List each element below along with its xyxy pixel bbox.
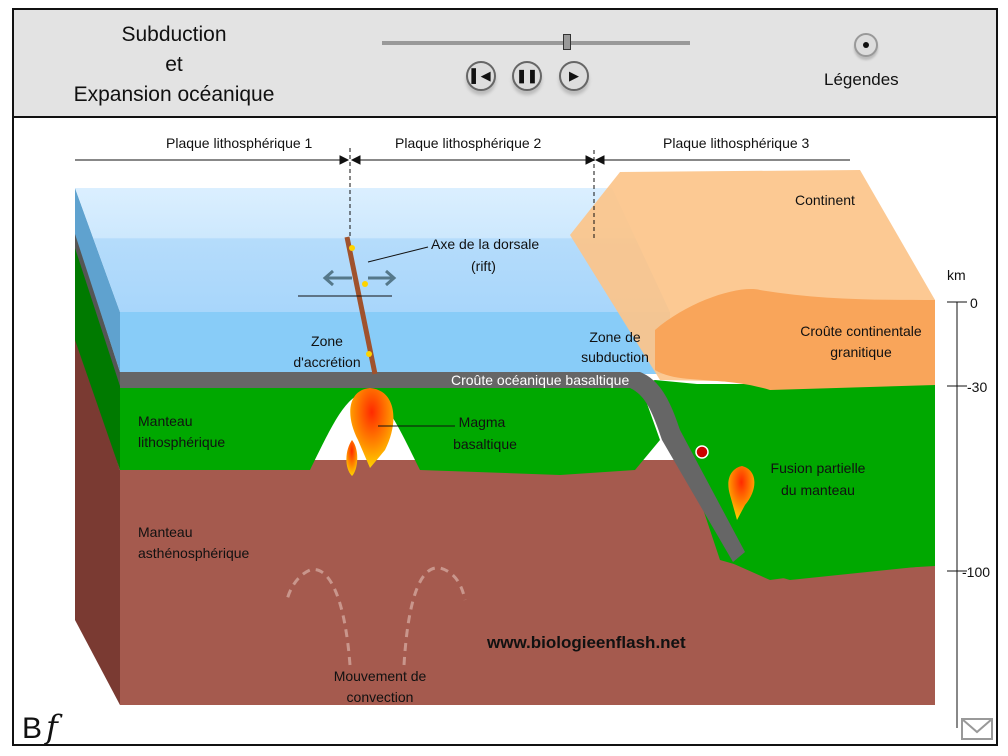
magma-label: Magma xyxy=(459,414,506,430)
slider-thumb[interactable] xyxy=(562,34,571,50)
rift-label-2: (rift) xyxy=(471,258,496,274)
asthenosphere-label: Manteau xyxy=(138,524,192,540)
rewind-button[interactable]: ▌◀ xyxy=(466,61,496,91)
sea-surface xyxy=(75,188,670,312)
play-button[interactable]: ▶ xyxy=(559,61,589,91)
scale-tick-0: 0 xyxy=(970,295,978,311)
convection-arrows-icon xyxy=(285,566,467,666)
sea-front xyxy=(120,312,670,374)
website-url[interactable]: www.biologieenflash.net xyxy=(486,633,686,652)
subduction-label: Zone de xyxy=(589,329,641,345)
rift-label: Axe de la dorsale xyxy=(431,236,539,252)
oceanic-crust-label: Croûte océanique basaltique xyxy=(451,372,629,388)
lithosphere-right xyxy=(640,384,935,580)
asthenosphere-label-2: asthénosphérique xyxy=(138,545,250,561)
lithosphere-label: Manteau xyxy=(138,413,192,429)
continent-label: Continent xyxy=(795,192,855,208)
pause-button[interactable]: ❚❚ xyxy=(512,61,542,91)
mail-icon[interactable] xyxy=(961,718,993,740)
play-icon: ▶ xyxy=(569,68,579,83)
lithosphere-label-2: lithosphérique xyxy=(138,434,225,450)
depth-scale xyxy=(947,301,967,728)
continental-crust-label-2: granitique xyxy=(830,344,892,360)
page-title: Subduction et Expansion océanique xyxy=(34,20,314,110)
spreading-arrows-icon xyxy=(322,269,397,287)
magma-label-2: basaltique xyxy=(453,436,517,452)
lithosphere-ocean xyxy=(120,384,660,475)
continental-crust xyxy=(655,289,935,390)
scale-unit: km xyxy=(947,267,966,283)
side-crust xyxy=(75,232,120,386)
svg-text:f: f xyxy=(44,708,63,746)
legend-toggle[interactable] xyxy=(854,33,878,57)
magma-drop xyxy=(346,440,358,476)
scale-tick-100: -100 xyxy=(962,564,990,580)
side-water xyxy=(75,188,120,372)
rift xyxy=(344,236,378,375)
title-line: et xyxy=(165,53,183,76)
svg-text:B: B xyxy=(22,712,42,745)
plate-3-label: Plaque lithosphérique 3 xyxy=(663,135,810,151)
scale-tick-30: -30 xyxy=(967,379,987,395)
title-line: Expansion océanique xyxy=(73,83,275,106)
subduction-label-2: subduction xyxy=(581,349,649,365)
pause-icon: ❚❚ xyxy=(516,68,538,83)
skip-back-icon: ▌◀ xyxy=(471,68,491,83)
magma-chamber xyxy=(350,388,394,468)
convection-label: Mouvement de xyxy=(334,668,427,684)
rift-pointer xyxy=(367,246,429,263)
accretion-label-2: d'accrétion xyxy=(293,354,360,370)
plate-2-label: Plaque lithosphérique 2 xyxy=(395,135,542,151)
plate-1-label: Plaque lithosphérique 1 xyxy=(166,135,313,151)
legend-label: Légendes xyxy=(824,70,899,89)
fusion-label-2: du manteau xyxy=(781,482,855,498)
convection-label-2: convection xyxy=(347,689,414,705)
slab-marker xyxy=(695,445,709,459)
continental-crust-label: Croûte continentale xyxy=(800,323,922,339)
accretion-label: Zone xyxy=(311,333,343,349)
side-astheno xyxy=(75,330,120,705)
plate-extent-arrows xyxy=(75,155,850,165)
fusion-label: Fusion partielle xyxy=(771,460,866,476)
rift-stars xyxy=(349,245,372,357)
side-litho xyxy=(75,245,120,470)
fusion-magma xyxy=(728,466,755,520)
title-line: Subduction xyxy=(121,23,227,46)
header-bar: Subduction et Expansion océanique ▌◀ ❚❚ … xyxy=(12,8,998,118)
timeline-slider[interactable] xyxy=(382,41,690,45)
logo: B f xyxy=(22,708,63,746)
